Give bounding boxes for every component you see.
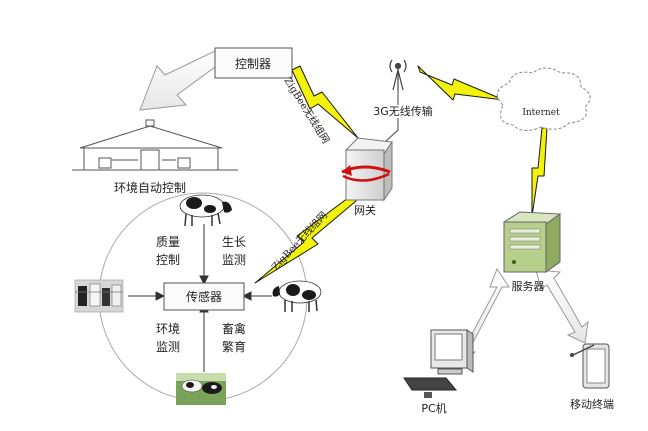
- cow-pasture-photo: [176, 373, 226, 405]
- growth-monitor-line1: 生长: [222, 235, 246, 249]
- quality-control-line2: 控制: [156, 253, 180, 267]
- bolt-antenna-internet: [417, 65, 505, 101]
- env-monitor-line1: 环境: [156, 321, 180, 336]
- wireless-bolts: [254, 65, 548, 284]
- barn-icon: [72, 119, 238, 171]
- breeding-line2: 繁育: [222, 339, 246, 354]
- pc-icon: [403, 329, 474, 398]
- sensor-label: 传感器: [186, 289, 222, 304]
- three-g-label: 3G无线传输: [373, 104, 433, 118]
- bolt-gateway-sensor: [254, 194, 357, 284]
- controller-to-barn-arrow: [139, 50, 216, 111]
- bolt-controller-gateway: [291, 65, 359, 139]
- server-mobile-double-arrow: [535, 269, 589, 344]
- bolt-internet-server: [531, 127, 548, 217]
- gateway-icon: [341, 137, 393, 202]
- quality-control-line1: 质量: [156, 235, 180, 249]
- growth-monitor-line2: 监测: [222, 253, 246, 267]
- antenna-icon: [389, 59, 407, 91]
- controller-box: [214, 47, 293, 79]
- barn-caption: 环境自动控制: [114, 180, 186, 195]
- cow-stall-photo: [74, 279, 124, 313]
- server-icon: [502, 211, 562, 273]
- cow-right: [272, 280, 322, 312]
- server-label: 服务器: [512, 280, 545, 293]
- internet-label: Internet: [522, 108, 560, 118]
- antenna-to-gateway-line: [384, 90, 399, 143]
- mobile-label: 移动终端: [570, 397, 614, 411]
- gateway-label: 网关: [354, 203, 376, 217]
- env-monitor-line2: 监测: [156, 340, 180, 354]
- controller-label: 控制器: [235, 57, 271, 71]
- cow-icon: [74, 194, 322, 405]
- sensor-box: [163, 282, 245, 311]
- cloud-icon: [496, 67, 591, 131]
- mobile-device-icon: [570, 343, 610, 389]
- zigbee-lower-label: ZigBee无线组网: [269, 209, 330, 273]
- pc-label: PC机: [421, 401, 446, 415]
- cow-top: [179, 194, 232, 227]
- breeding-line1: 畜禽: [222, 321, 246, 336]
